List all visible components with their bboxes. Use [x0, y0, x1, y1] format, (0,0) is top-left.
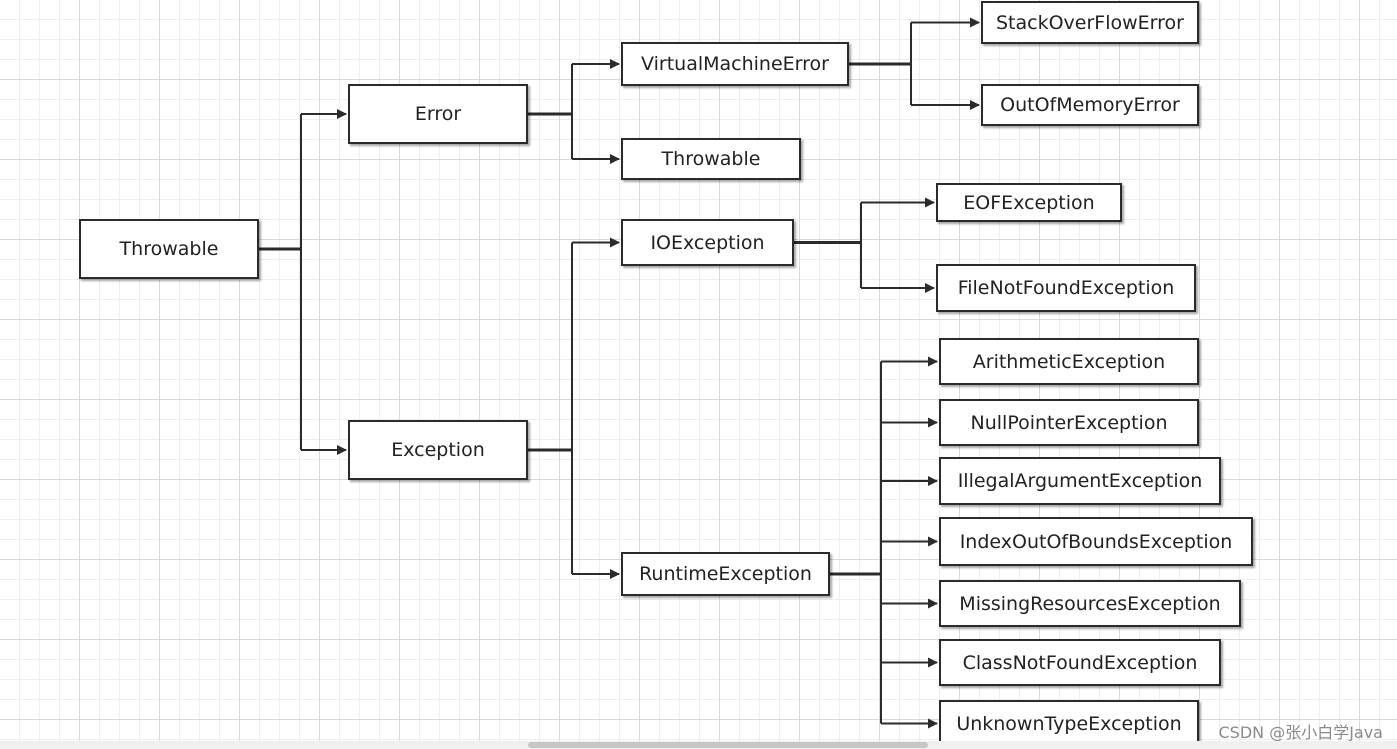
- node-null-pointer-exception[interactable]: NullPointerException: [939, 399, 1199, 446]
- node-file-not-found-exception[interactable]: FileNotFoundException: [936, 264, 1196, 312]
- node-throwable-root[interactable]: Throwable: [79, 219, 259, 279]
- node-class-not-found-exception[interactable]: ClassNotFoundException: [939, 639, 1221, 686]
- node-error[interactable]: Error: [348, 84, 528, 144]
- node-throwable-child[interactable]: Throwable: [621, 138, 801, 180]
- node-index-out-of-bounds-exception[interactable]: IndexOutOfBoundsException: [939, 517, 1253, 566]
- horizontal-scroll-thumb[interactable]: [528, 742, 928, 748]
- node-exception[interactable]: Exception: [348, 420, 528, 480]
- node-stack-overflow-error[interactable]: StackOverFlowError: [981, 1, 1199, 44]
- horizontal-scrollbar[interactable]: [0, 741, 1397, 749]
- node-runtime-exception[interactable]: RuntimeException: [621, 552, 830, 596]
- node-eof-exception[interactable]: EOFException: [936, 183, 1122, 222]
- node-illegal-argument-exception[interactable]: IllegalArgumentException: [939, 457, 1221, 505]
- node-missing-resources-exception[interactable]: MissingResourcesException: [939, 580, 1241, 627]
- watermark: CSDN @张小白学Java: [1218, 723, 1383, 742]
- node-io-exception[interactable]: IOException: [621, 219, 794, 266]
- node-virtual-machine-error[interactable]: VirtualMachineError: [621, 42, 849, 86]
- node-arithmetic-exception[interactable]: ArithmeticException: [939, 338, 1199, 385]
- node-out-of-memory-error[interactable]: OutOfMemoryError: [981, 84, 1199, 126]
- node-unknown-type-exception[interactable]: UnknownTypeException: [939, 700, 1199, 747]
